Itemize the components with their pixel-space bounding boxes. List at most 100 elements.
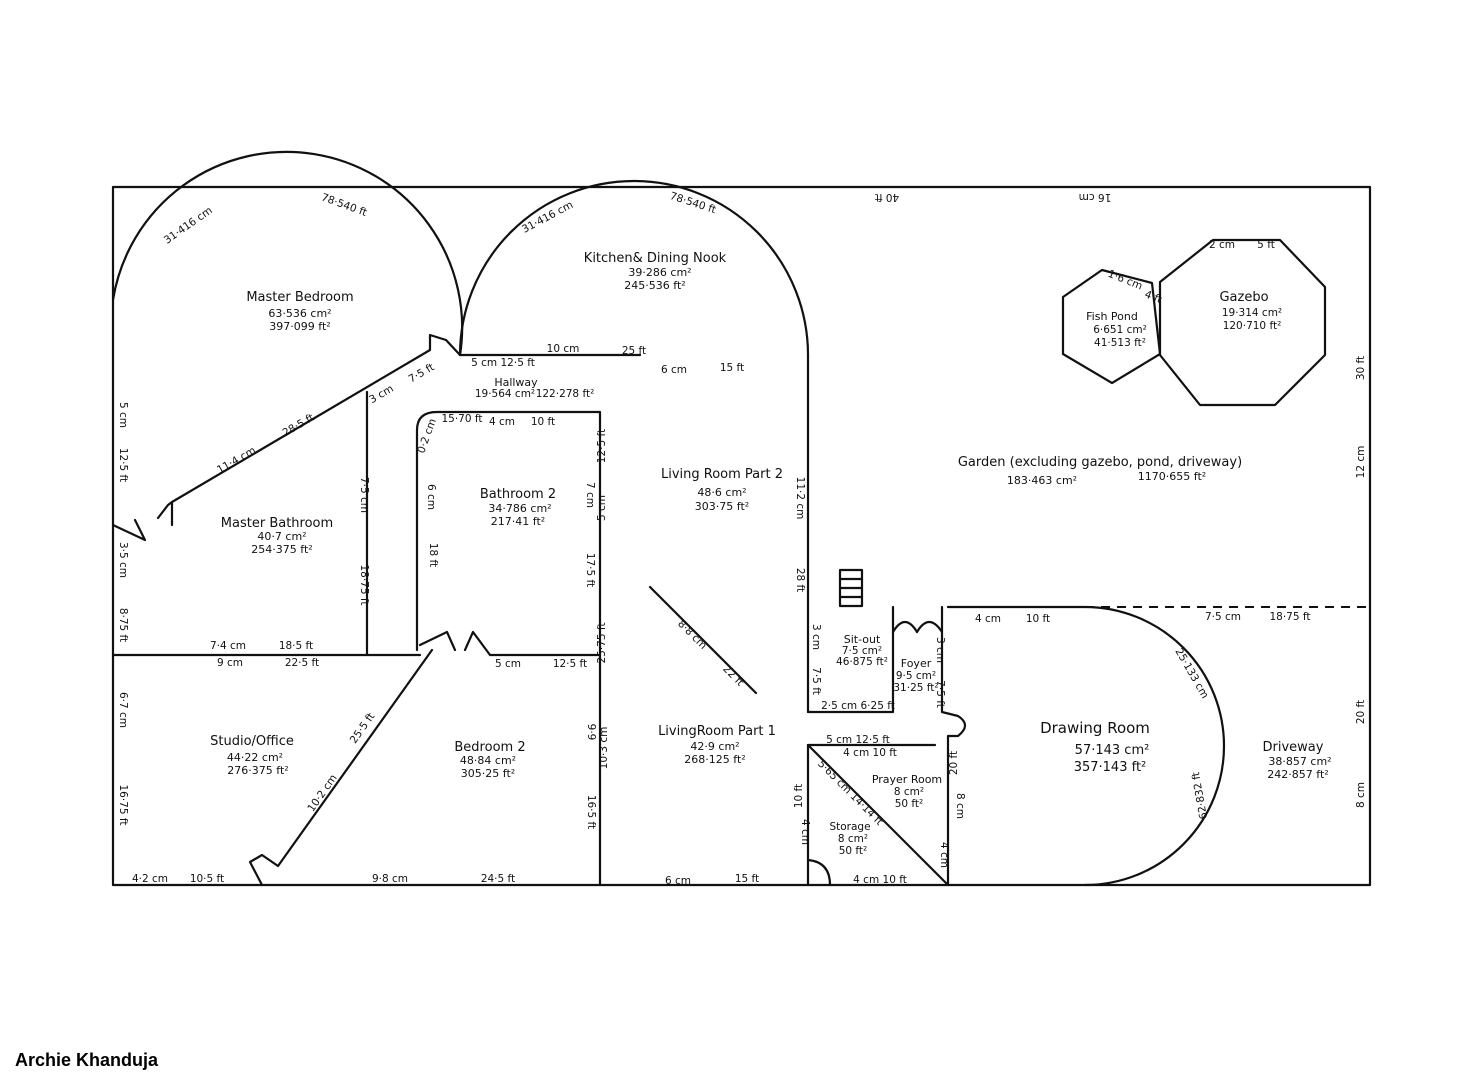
dim-mb-1875: 18·75 ft — [358, 564, 370, 605]
dim-lr-diag-ft: 22 ft — [720, 663, 746, 689]
dim-pr-top2: 4 cm 10 ft — [843, 747, 897, 759]
fish-pond-area-cm: 6·651 cm² — [1093, 324, 1147, 336]
storage-name: Storage — [829, 821, 870, 833]
driveway-area-cm: 38·857 cm² — [1268, 755, 1331, 768]
dim-right-ft: 30 ft — [1355, 356, 1367, 380]
property-boundary — [111, 185, 1372, 887]
dim-b2-6cm: 6 cm — [425, 484, 437, 510]
garden-area-ft: 1170·655 ft² — [1138, 470, 1206, 483]
gazebo-area-cm: 19·314 cm² — [1222, 307, 1282, 319]
dim-lr-6cm: 6 cm — [661, 364, 687, 376]
dim-bottom-2-cm: 9·8 cm — [372, 873, 408, 885]
dim-foyer-r-cm: 3 cm — [934, 637, 946, 663]
stairs-icon — [838, 568, 864, 608]
dim-bottom-4: 4 cm 10 ft — [853, 874, 907, 886]
dim-bottom-3-cm: 6 cm — [665, 875, 691, 887]
dim-foyer-r-ft: 7·5 ft — [934, 680, 946, 708]
prayer-room-area-ft: 50 ft² — [895, 798, 924, 810]
dim-arc2-ft: 78·540 ft — [668, 190, 717, 216]
dim-b2-bot-125: 12·5 ft — [553, 658, 587, 670]
dim-hall-5cm: 5 cm 12·5 ft — [471, 357, 535, 369]
dim-bottom-1-cm: 4·2 cm — [132, 873, 168, 885]
dim-arc1-cm: 31·416 cm — [162, 205, 215, 247]
dim-dr-arc-ft: 62·832 ft — [1190, 771, 1210, 820]
dim-sit-bot: 2·5 cm 6·25 ft — [821, 700, 895, 712]
dim-left-cm-2: 3·5 cm — [117, 542, 129, 578]
dim-bottom-3-ft: 15 ft — [735, 873, 759, 885]
storage-area-cm: 8 cm² — [838, 833, 868, 845]
dim-pr-side-cm: 4 cm — [799, 819, 811, 845]
dim-hall-25ft: 25 ft — [622, 345, 646, 357]
dim-b2-18ft: 18 ft — [427, 543, 439, 567]
living-room-diagonal — [648, 585, 758, 695]
sit-out-name: Sit-out — [844, 633, 881, 646]
dim-bed2-r-cm: 10·3 cm — [598, 727, 610, 770]
master-bedroom-arc — [111, 150, 464, 357]
foyer-area-ft: 31·25 ft² — [893, 682, 938, 694]
master-bedroom-area-ft: 397·099 ft² — [269, 320, 330, 333]
living-room-1-name: LivingRoom Part 1 — [658, 724, 776, 739]
drawing-room-area-ft: 357·143 ft² — [1074, 760, 1147, 775]
gazebo-area-ft: 120·710 ft² — [1223, 320, 1282, 332]
dim-mbath-225: 22·5 ft — [285, 657, 319, 669]
bedroom2-door — [418, 630, 602, 657]
studio-diagonal-wall — [248, 648, 434, 887]
bathroom2-area-cm: 34·786 cm² — [488, 502, 551, 515]
dim-left-cm-1: 5 cm — [117, 402, 129, 428]
dim-mb-7cm: 7·5 cm — [358, 477, 370, 513]
gazebo-name: Gazebo — [1219, 290, 1268, 305]
dim-mbath-185: 18·5 ft — [279, 640, 313, 652]
dim-b2-r-125: 12·5 ft — [596, 429, 608, 463]
dim-mb-top-ft: 7·5 ft — [407, 361, 437, 385]
dim-left-ft-1: 12·5 ft — [117, 448, 129, 482]
prayer-room-area-cm: 8 cm² — [894, 786, 924, 798]
dim-dr-top-ft: 10 ft — [1026, 613, 1050, 625]
dim-b2-bot-5cm: 5 cm — [495, 658, 521, 670]
dim-b2-corner-ft: 15·70 ft — [441, 413, 482, 425]
studio-area-cm: 44·22 cm² — [227, 751, 283, 764]
dim-pond-side: 1·6 cm — [1106, 268, 1144, 293]
dim-b2-r-5cm: 5 cm — [596, 495, 608, 521]
dim-b2-r-7cm: 7 cm — [584, 482, 596, 508]
storage-diagonal — [806, 743, 950, 887]
dim-pr-r-cm: 8 cm — [954, 793, 966, 819]
dim-right-low-ft: 20 ft — [1355, 700, 1367, 724]
dim-bed2-r-ft: 25·75 ft — [596, 622, 608, 663]
dim-pr-diag: 5·65 cm 14·14 ft — [815, 758, 885, 828]
dim-right-cm: 12 cm — [1355, 446, 1367, 479]
living-room-1-area-cm: 42·9 cm² — [690, 740, 739, 753]
driveway-area-ft: 242·857 ft² — [1267, 768, 1328, 781]
bathroom2-wall — [415, 410, 602, 887]
master-bath-door-notch — [111, 500, 174, 542]
living-room-2-area-cm: 48·6 cm² — [697, 486, 746, 499]
gazebo-shape — [1158, 238, 1327, 407]
dim-diag-mb-ft: 28·5 ft — [281, 412, 317, 440]
fish-pond-name: Fish Pond — [1086, 310, 1138, 323]
prayer-room-name: Prayer Room — [872, 773, 942, 786]
storage-door — [806, 858, 832, 887]
dim-gazebo-cm: 2 cm — [1209, 239, 1235, 251]
bathroom2-name: Bathroom 2 — [480, 487, 556, 502]
dim-top-cm: 16 cm — [1079, 191, 1112, 203]
drawing-room-name: Drawing Room — [1040, 719, 1150, 737]
dim-hall-10cm: 10 cm — [547, 343, 580, 355]
dim-bottom-2-ft: 24·5 ft — [481, 873, 515, 885]
dim-studio-diag-ft: 25·5 ft — [348, 711, 378, 746]
dim-sit-3cm: 3 cm — [810, 624, 822, 650]
living-room-2-name: Living Room Part 2 — [661, 467, 783, 482]
dim-diag-mb-cm: 11·4 cm — [215, 445, 258, 477]
kitchen-name: Kitchen& Dining Nook — [584, 251, 727, 266]
hallway-area-cm: 19·564 cm² — [475, 388, 535, 400]
sit-out-wall — [806, 605, 895, 714]
dim-lr-diag-cm: 8·8 cm — [675, 618, 709, 652]
kitchen-area-cm: 39·286 cm² — [628, 266, 691, 279]
dim-pr-r-4cm: 4 cm — [938, 842, 950, 868]
dim-sit-75: 7·5 ft — [810, 667, 822, 695]
hallway-area-ft: 122·278 ft² — [536, 388, 595, 400]
bedroom2-area-cm: 48·84 cm² — [460, 754, 516, 767]
kitchen-area-ft: 245·536 ft² — [624, 279, 685, 292]
living-room-1-area-ft: 268·125 ft² — [684, 753, 745, 766]
dim-mbath-74: 7·4 cm — [210, 640, 246, 652]
dim-pr-side-ft: 10 ft — [793, 784, 805, 808]
dim-b2-top-cm: 4 cm — [489, 416, 515, 428]
